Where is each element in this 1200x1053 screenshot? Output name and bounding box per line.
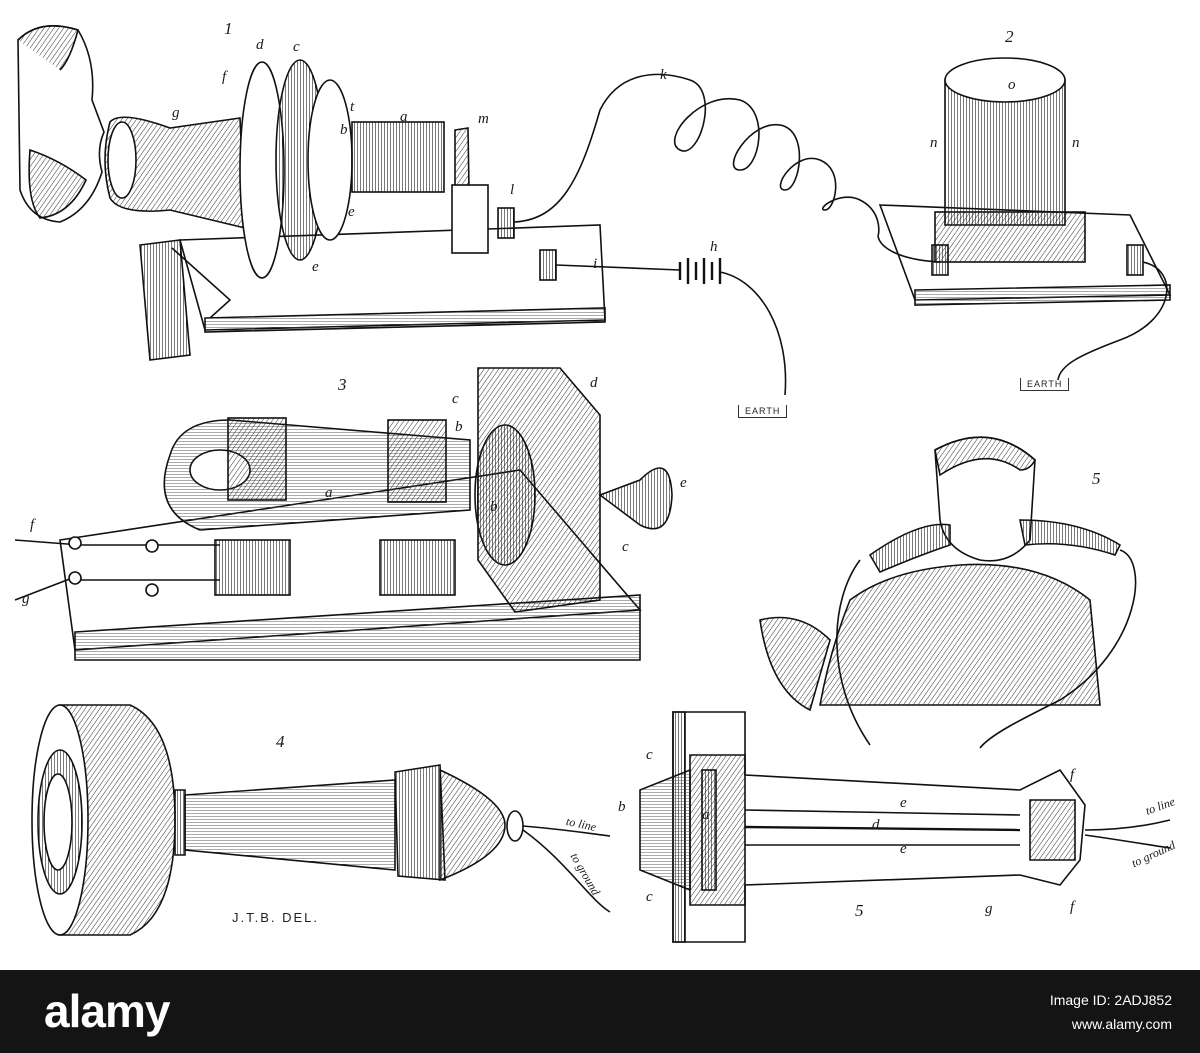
fig5-label-f-lower: f [1070, 899, 1075, 915]
fig1-label-m: m [478, 111, 489, 127]
fig-number-3: 3 [338, 375, 347, 394]
fig3-magnet-receiver [14, 367, 673, 661]
fig3-label-c-top: c [452, 391, 459, 407]
fig3-label-f: f [30, 517, 35, 533]
fig1-label-i: i [593, 256, 598, 272]
fig2-label-n-right: n [1072, 135, 1080, 151]
site-url: www.alamy.com [1071, 1016, 1172, 1032]
fig5-section-view [639, 711, 1171, 943]
fig2-label-n-left: n [930, 135, 938, 151]
fig1-label-b: b [340, 122, 348, 138]
fig5-label-f-upper: f [1070, 767, 1075, 783]
fig5-label-g: g [985, 901, 993, 917]
earth-tag-fig1: EARTH [738, 405, 788, 418]
alamy-logo: alamy [44, 985, 170, 1037]
fig3-label-e: e [680, 475, 687, 491]
fig1-label-f: f [222, 69, 227, 85]
fig5-label-e-lower: e [900, 841, 907, 857]
fig3-label-c-bottom: c [622, 539, 629, 555]
earth-tag-fig2: EARTH [1020, 378, 1070, 391]
fig1-label-e-lower: e [312, 259, 319, 275]
fig1-label-a: a [400, 109, 408, 125]
fig2-receiver [877, 57, 1172, 381]
fig5-label-e-upper: e [900, 795, 907, 811]
fig1-transmitter [17, 24, 880, 396]
fig1-label-k: k [660, 67, 667, 83]
fig-number-2: 2 [1005, 27, 1014, 46]
fig-number-4: 4 [276, 732, 285, 751]
fig1-label-g: g [172, 105, 180, 121]
watermark-footer: alamy Image ID: 2ADJ852 www.alamy.com [0, 970, 1200, 1053]
fig1-label-e-upper: e [348, 204, 355, 220]
fig5-label-c-bottom: c [646, 889, 653, 905]
fig5-label-a: a [702, 807, 710, 823]
fig4-hand-telephone [31, 704, 611, 936]
engraving-drawing [14, 24, 1172, 943]
fig5-label-b: b [618, 799, 626, 815]
fig3-label-b-top: b [455, 419, 463, 435]
man-speaking [759, 436, 1137, 749]
telephone-engraving: 1 2 3 4 5 5 d c f g t b a m l e e i h k … [14, 19, 1178, 943]
artist-credit: J.T.B. DEL. [232, 910, 320, 925]
fig1-label-h: h [710, 239, 718, 255]
fig5-label-d: d [872, 817, 880, 833]
fig-number-5-man: 5 [1092, 469, 1101, 488]
fig5-label-c-top: c [646, 747, 653, 763]
fig3-label-d: d [590, 375, 598, 391]
fig3-label-b-bottom: b [490, 499, 498, 515]
fig1-label-t: t [350, 99, 355, 115]
fig3-label-a: a [325, 485, 333, 501]
fig3-label-g: g [22, 591, 30, 607]
fig1-label-c: c [293, 39, 300, 55]
fig2-label-o: o [1008, 77, 1016, 93]
fig1-label-d: d [256, 37, 264, 53]
fig1-label-l: l [510, 182, 515, 198]
fig-number-5: 5 [855, 901, 864, 920]
fig-number-1: 1 [224, 19, 233, 38]
image-id: Image ID: 2ADJ852 [1049, 992, 1172, 1008]
